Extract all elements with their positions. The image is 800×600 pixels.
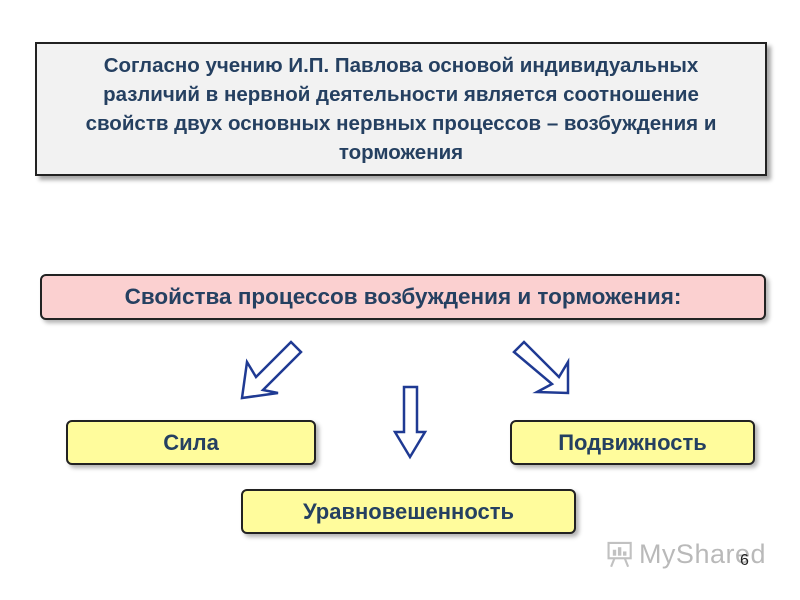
properties-header-box: Свойства процессов возбуждения и торможе…	[40, 274, 766, 320]
properties-header-text: Свойства процессов возбуждения и торможе…	[124, 284, 682, 309]
strength-label: Сила	[163, 429, 219, 455]
watermark: MyShared	[606, 534, 766, 574]
mobility-label: Подвижность	[558, 429, 707, 455]
intro-box: Согласно учению И.П. Павлова основой инд…	[35, 42, 767, 176]
arrow-down-icon	[392, 385, 428, 460]
arrow-down-left-icon	[240, 340, 303, 400]
presentation-board-icon	[607, 541, 632, 568]
watermark-text: MyShared	[638, 538, 766, 569]
mobility-box: Подвижность	[510, 420, 755, 465]
balance-box: Уравновешенность	[241, 489, 576, 534]
balance-label: Уравновешенность	[302, 498, 515, 524]
slide-number: 6	[740, 552, 749, 569]
intro-text: Согласно учению И.П. Павлова основой инд…	[85, 54, 717, 164]
strength-box: Сила	[66, 420, 316, 465]
arrow-down-right-icon	[512, 340, 570, 395]
